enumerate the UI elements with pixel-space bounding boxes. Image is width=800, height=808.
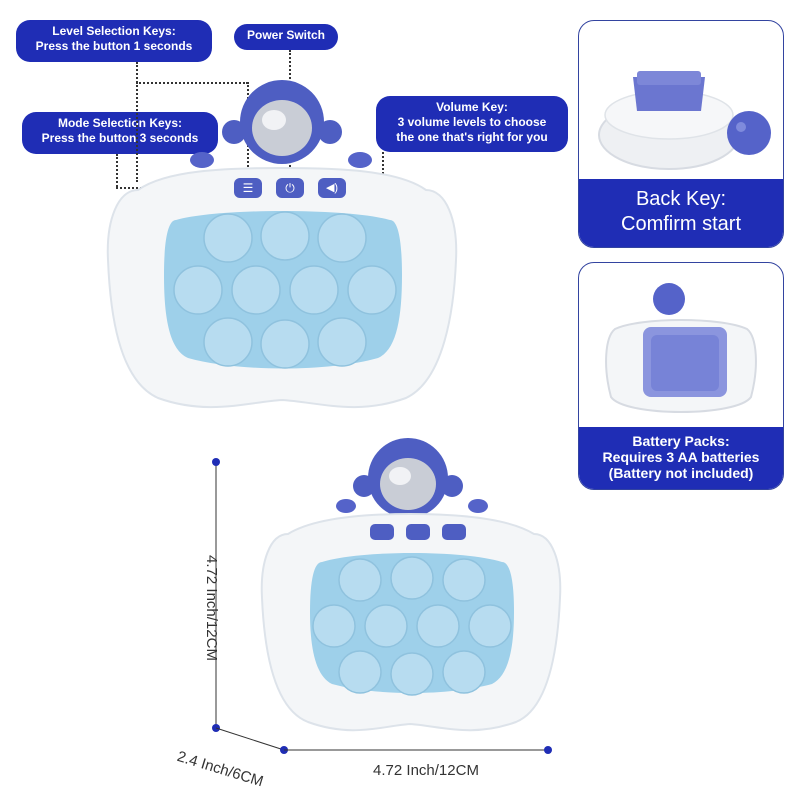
speaker-icon: ◀) bbox=[325, 182, 339, 194]
height-dimension-label: 4.72 Inch/12CM bbox=[203, 555, 220, 661]
console-front-bottom bbox=[260, 438, 562, 732]
mode-selection-title: Mode Selection Keys: bbox=[57, 116, 183, 130]
leader-line-level bbox=[136, 62, 250, 182]
console-front-top bbox=[106, 80, 458, 409]
list-icon: ☰ bbox=[242, 181, 254, 195]
battery-title: Battery Packs: bbox=[632, 433, 730, 449]
level-selection-callout: Level Selection Keys: Press the button 1… bbox=[16, 20, 212, 62]
volume-key-desc-1: 3 volume levels to choose bbox=[397, 115, 547, 129]
leader-line-mode bbox=[116, 154, 118, 187]
volume-key-title: Volume Key: bbox=[436, 100, 508, 114]
back-key-title: Back Key: bbox=[635, 188, 727, 210]
volume-key-callout: Volume Key: 3 volume levels to choose th… bbox=[376, 96, 568, 152]
mode-selection-callout: Mode Selection Keys: Press the button 3 … bbox=[22, 112, 218, 154]
battery-desc: Requires 3 AA batteries bbox=[602, 449, 760, 465]
level-selection-desc: Press the button 1 seconds bbox=[35, 39, 193, 53]
power-switch-callout: Power Switch bbox=[234, 24, 338, 50]
volume-button[interactable]: ◀) bbox=[318, 178, 346, 198]
volume-key-desc-2: the one that's right for you bbox=[396, 130, 548, 144]
console-back-view bbox=[605, 283, 757, 413]
battery-note: (Battery not included) bbox=[608, 465, 754, 481]
power-switch-button[interactable]: ⏻ bbox=[276, 178, 304, 198]
power-switch-label: Power Switch bbox=[246, 28, 326, 42]
battery-panel: Battery Packs: Requires 3 AA batteries (… bbox=[578, 262, 784, 490]
level-selection-button[interactable]: ☰ bbox=[234, 178, 262, 198]
level-selection-title: Level Selection Keys: bbox=[52, 24, 176, 38]
back-key-desc: Comfirm start bbox=[621, 213, 741, 235]
mode-selection-desc: Press the button 3 seconds bbox=[41, 131, 199, 145]
leader-line-volume bbox=[382, 152, 384, 186]
console-side-view bbox=[598, 71, 771, 170]
battery-caption: Battery Packs: Requires 3 AA batteries (… bbox=[579, 427, 783, 489]
dimension-lines bbox=[212, 458, 552, 754]
leader-line-level-h bbox=[136, 82, 248, 84]
back-key-panel: Back Key: Comfirm start bbox=[578, 20, 784, 248]
back-key-caption: Back Key: Comfirm start bbox=[579, 179, 783, 247]
power-icon: ⏻ bbox=[285, 181, 295, 195]
width-dimension-label: 4.72 Inch/12CM bbox=[373, 762, 479, 779]
